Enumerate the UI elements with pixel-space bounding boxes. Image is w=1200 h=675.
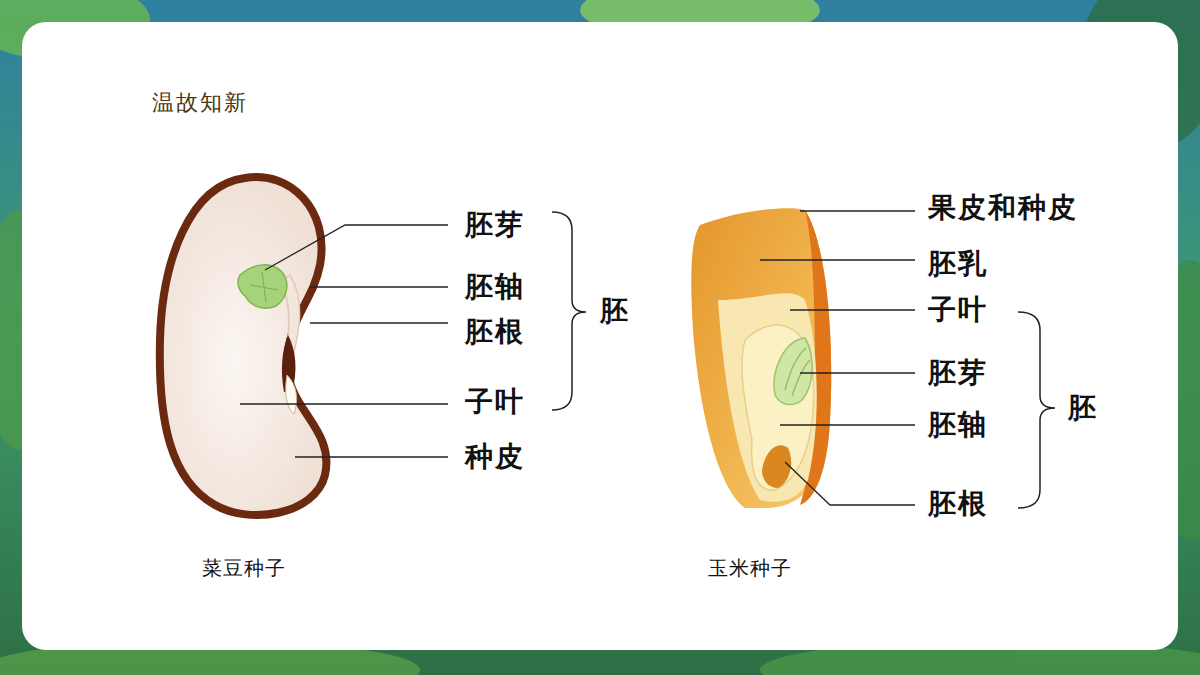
part-label: 种皮: [465, 440, 525, 474]
part-label: 果皮和种皮: [928, 191, 1078, 225]
figure-caption: 玉米种子: [708, 556, 792, 580]
part-label: 胚根: [465, 315, 525, 349]
part-label: 胚芽: [465, 208, 525, 242]
group-label: 胚: [600, 294, 630, 328]
part-label: 胚芽: [928, 356, 988, 390]
panel: [22, 22, 1178, 650]
bracket: [552, 212, 1055, 508]
group-label: 胚: [1068, 391, 1098, 425]
part-label: 子叶: [928, 293, 988, 327]
leader-lines: [240, 211, 915, 505]
part-label: 子叶: [465, 385, 525, 419]
part-label: 胚轴: [465, 270, 525, 304]
bean-seed: [160, 177, 327, 515]
part-label: 胚轴: [928, 408, 988, 442]
corn-seed: [691, 208, 831, 508]
part-label: 胚根: [928, 487, 988, 521]
slide-title: 温故知新: [152, 90, 248, 116]
part-label: 胚乳: [928, 247, 988, 281]
figure-caption: 菜豆种子: [202, 556, 286, 580]
